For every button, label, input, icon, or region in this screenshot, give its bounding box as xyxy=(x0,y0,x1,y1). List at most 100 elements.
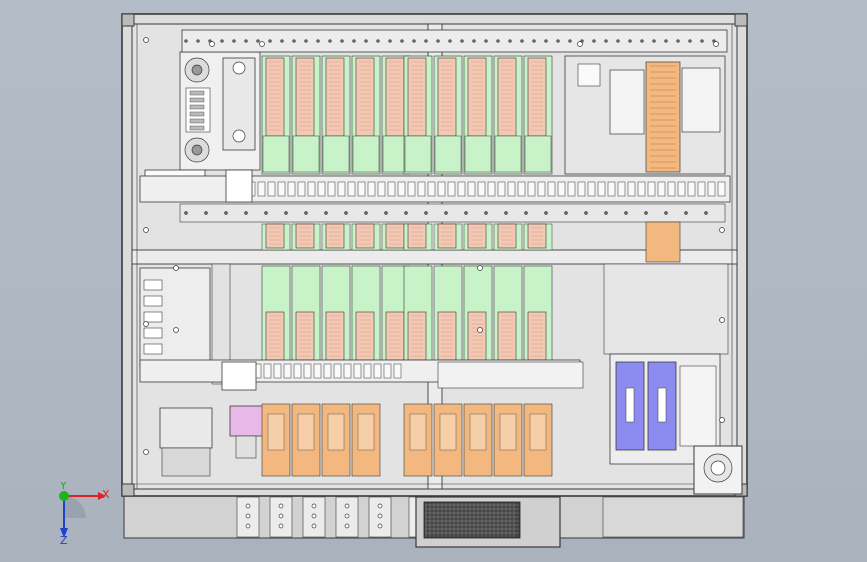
rail-hole xyxy=(364,39,368,43)
mount-bolt xyxy=(577,41,583,47)
rail-hole xyxy=(544,39,548,43)
vertical-guide xyxy=(211,263,231,385)
rail-hole xyxy=(328,39,332,43)
chain-link xyxy=(697,181,706,197)
chain-link xyxy=(607,181,616,197)
rail-hole xyxy=(268,39,272,43)
chain-link xyxy=(293,363,302,379)
clamp xyxy=(143,311,163,323)
gripper-mount xyxy=(235,435,257,459)
rail-hole xyxy=(624,211,628,215)
bracket-bolt xyxy=(278,513,284,519)
bracket-bolt xyxy=(245,513,251,519)
rail-hole xyxy=(584,211,588,215)
chain-link xyxy=(303,363,312,379)
rail-hole xyxy=(616,39,620,43)
chain-link xyxy=(397,181,406,197)
chain-link xyxy=(417,181,426,197)
rail-hole xyxy=(484,39,488,43)
chain-link xyxy=(347,181,356,197)
rail-hole xyxy=(544,211,548,215)
rail-hole xyxy=(292,39,296,43)
bracket-bolt xyxy=(245,503,251,509)
rail-hole xyxy=(316,39,320,43)
output-slot xyxy=(469,413,487,451)
chain-link xyxy=(487,181,496,197)
chain-link xyxy=(667,181,676,197)
chain-link xyxy=(557,181,566,197)
rail-hole xyxy=(556,39,560,43)
rail-hole xyxy=(688,39,692,43)
chain-link xyxy=(357,181,366,197)
output-slot xyxy=(409,413,427,451)
chain-link xyxy=(377,181,386,197)
rail-hole xyxy=(704,211,708,215)
chain-link xyxy=(367,181,376,197)
roller-hub xyxy=(191,144,203,156)
corner-bracket xyxy=(121,13,135,27)
rail-hole xyxy=(224,211,228,215)
valve-block xyxy=(679,365,717,447)
terminal xyxy=(189,104,205,110)
rail-hole xyxy=(400,39,404,43)
bracket-bolt xyxy=(245,523,251,529)
chain-link xyxy=(323,363,332,379)
chain-link xyxy=(517,181,526,197)
rail-hole xyxy=(204,211,208,215)
mount-bolt xyxy=(719,317,725,323)
chain-carriage-lower xyxy=(221,361,257,391)
vertical-conveyor-mid xyxy=(645,221,681,263)
chain-link xyxy=(373,363,382,379)
mount-bolt xyxy=(143,321,149,327)
clamp xyxy=(143,279,163,291)
chain-link xyxy=(337,181,346,197)
rail-hole xyxy=(424,39,428,43)
chain-link xyxy=(283,363,292,379)
rail-hole xyxy=(444,211,448,215)
rail-hole xyxy=(388,39,392,43)
connector-block xyxy=(185,87,211,133)
bracket-bolt xyxy=(311,523,317,529)
chain-carriage xyxy=(225,169,253,203)
z-axis-arrowhead xyxy=(60,528,68,538)
chain-link xyxy=(467,181,476,197)
bracket-bolt xyxy=(344,513,350,519)
output-slot xyxy=(357,413,375,451)
rail-hole xyxy=(280,39,284,43)
bracket-bolt xyxy=(377,503,383,509)
chain-link xyxy=(437,181,446,197)
lift-module xyxy=(609,69,645,135)
bracket-bolt xyxy=(278,503,284,509)
rail-hole xyxy=(520,39,524,43)
bracket-bolt xyxy=(311,513,317,519)
rail-hole xyxy=(304,211,308,215)
chain-link xyxy=(383,363,392,379)
chain-link xyxy=(627,181,636,197)
bracket-bolt xyxy=(278,523,284,529)
output-slot xyxy=(297,413,315,451)
chain-link xyxy=(527,181,536,197)
chain-link xyxy=(313,363,322,379)
chain-link xyxy=(657,181,666,197)
chain-link xyxy=(327,181,336,197)
chain-link xyxy=(333,363,342,379)
upper-tray xyxy=(355,57,375,137)
rail-hole xyxy=(644,211,648,215)
rail-hole xyxy=(700,39,704,43)
chain-link xyxy=(707,181,716,197)
cylinder-window xyxy=(625,387,635,423)
chain-link xyxy=(647,181,656,197)
rail-hole xyxy=(436,39,440,43)
mount-bolt xyxy=(143,37,149,43)
base-side-panel xyxy=(602,496,744,538)
y-axis-dot xyxy=(59,491,69,501)
chain-link xyxy=(287,181,296,197)
rail-hole xyxy=(364,211,368,215)
chain-link xyxy=(353,363,362,379)
chain-link xyxy=(567,181,576,197)
tray-base xyxy=(404,135,432,173)
rail-hole xyxy=(604,211,608,215)
upper-tray xyxy=(295,57,315,137)
